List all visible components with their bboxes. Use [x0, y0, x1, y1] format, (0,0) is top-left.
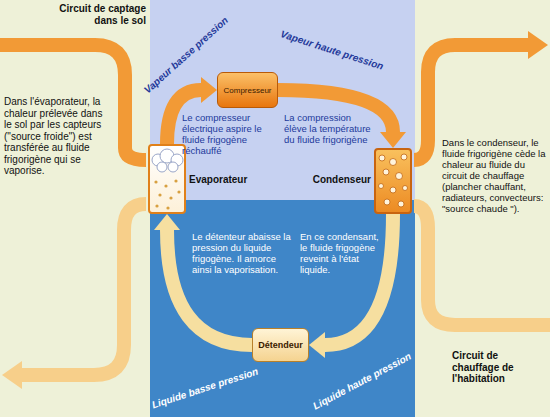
explanation-note: En ce condensant, le fluide frigogène re… [300, 232, 380, 276]
heating-circuit-return [414, 206, 550, 325]
ground-arrow-head [2, 361, 22, 389]
evaporator-fill [149, 145, 185, 213]
node-label: Détendeur [258, 340, 303, 350]
explanation-note: Dans l'évaporateur, la chaleur prélevée … [4, 96, 112, 177]
frost-cloud [152, 149, 183, 172]
compressor-box: Compresseur [217, 72, 278, 108]
condenser-fill [375, 149, 411, 213]
arrow-head [201, 77, 217, 103]
heating-arrow-head [528, 31, 548, 59]
node-heading: Condenseur [313, 174, 371, 185]
explanation-note: La compression élève la température du f… [284, 113, 372, 146]
node-heading: Evaporateur [189, 174, 247, 185]
condenser-box: Condenseur [374, 148, 412, 214]
evaporator-droplets [154, 179, 180, 209]
condenser-bubbles [379, 154, 408, 207]
arrow-head [154, 214, 180, 230]
arrow-head [380, 132, 406, 148]
explanation-note: Le détenteur abaisse la pression du liqu… [192, 232, 292, 276]
expansion-valve-box: Détendeur [252, 328, 309, 362]
liquid-zone [150, 200, 415, 417]
circuit-title: Circuit de chauffage de l'habitation [452, 350, 546, 385]
right-panel [415, 0, 550, 417]
ground-circuit-return [20, 204, 146, 375]
flow-arrow [278, 90, 406, 148]
left-panel [0, 0, 150, 417]
circuit-title: Circuit de captage dans le sol [52, 3, 146, 26]
explanation-note: Dans le condenseur, le fluide frigorigèn… [442, 138, 546, 214]
arrow-head [309, 332, 325, 358]
node-label: Compresseur [223, 86, 271, 95]
explanation-note: Le compresseur électrique aspire le flui… [182, 113, 266, 157]
evaporator-box: Evaporateur [148, 144, 186, 214]
